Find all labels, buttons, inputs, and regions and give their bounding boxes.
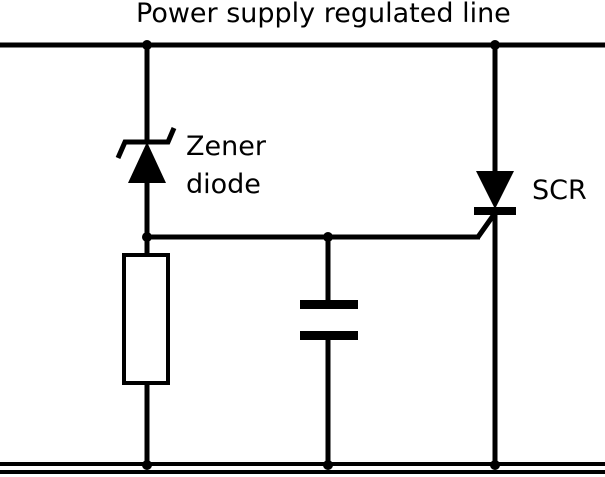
resistor xyxy=(122,253,170,385)
supply-line-label: Power supply regulated line xyxy=(136,0,511,29)
junction-dot-bottom-capacitor xyxy=(323,460,333,470)
zener-diode-label: Zener diode xyxy=(186,128,266,204)
gate-lead xyxy=(475,211,498,239)
junction-dot-middle-left xyxy=(142,232,152,242)
junction-dot-bottom-right xyxy=(490,460,500,470)
scr-cathode-bar xyxy=(474,207,516,215)
capacitor-plate-bottom xyxy=(300,331,358,340)
junction-dot-bottom-left xyxy=(142,460,152,470)
junction-dot-top-right xyxy=(490,40,500,50)
scr-triangle xyxy=(476,171,514,209)
zener-cathode-bar xyxy=(115,127,177,160)
zener-label-line1: Zener xyxy=(186,131,266,162)
capacitor-plate-top xyxy=(300,300,358,309)
scr-label: SCR xyxy=(532,175,587,206)
zener-diode-triangle xyxy=(128,142,166,183)
junction-dot-top-left xyxy=(142,40,152,50)
junction-dot-middle-capacitor xyxy=(323,232,333,242)
zener-label-line2: diode xyxy=(186,169,261,200)
